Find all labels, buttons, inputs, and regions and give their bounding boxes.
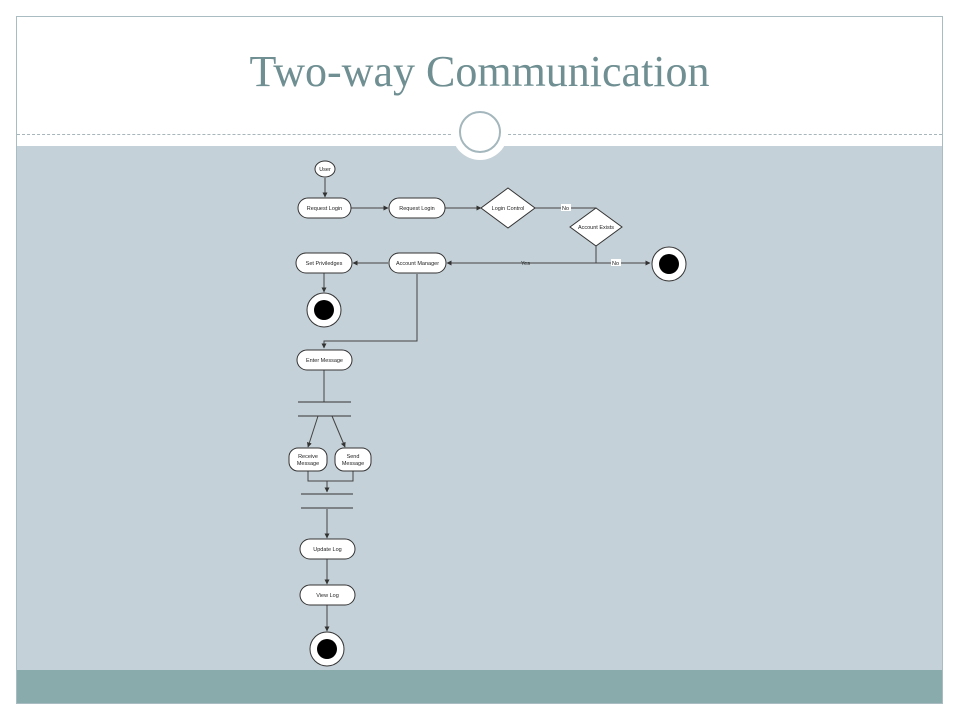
content-area: [17, 146, 942, 670]
end-node-no-account: [651, 246, 687, 282]
node-receive-message-label-1: Receive: [298, 454, 318, 460]
end-node-privileges: [306, 292, 342, 328]
sync-bars: [298, 401, 353, 509]
edge-send-to-join: [327, 470, 354, 482]
node-account-exists-label: Account Exists: [578, 225, 614, 231]
node-request-login-2: Request Login: [388, 197, 446, 219]
node-request-login-1: Request Login: [297, 197, 352, 219]
node-login-control: Login Control: [480, 187, 536, 229]
end-node-view-log: [309, 631, 345, 667]
node-account-manager-label: Account Manager: [396, 261, 439, 267]
edge-manager-to-enter: [321, 274, 418, 349]
edge-label-exists-yes: Yes: [521, 261, 530, 267]
node-update-log: Update Log: [299, 538, 356, 560]
node-start: User: [314, 160, 336, 178]
node-receive-message: Receive Message: [288, 447, 328, 472]
node-set-privileges: Set Priviledges: [295, 252, 353, 274]
edge-fork-to-send: [331, 415, 346, 448]
node-start-label: User: [319, 167, 331, 173]
node-login-control-label: Login Control: [492, 206, 525, 212]
node-view-log-label: View Log: [316, 593, 339, 599]
node-send-message-label-1: Send: [347, 454, 360, 460]
node-enter-message-label: Enter Message: [306, 358, 343, 364]
node-account-exists: Account Exists: [569, 207, 623, 247]
edge-labels: No Yes No: [521, 204, 621, 267]
node-account-manager: Account Manager: [388, 252, 447, 274]
node-send-message-label-2: Message: [342, 461, 364, 467]
node-send-message: Send Message: [334, 447, 372, 472]
edge-label-exists-no: No: [612, 261, 619, 267]
edge-fork-to-receive: [307, 415, 319, 448]
node-view-log: View Log: [299, 584, 356, 606]
footer-bar: [17, 670, 942, 703]
node-request-login-1-label: Request Login: [307, 206, 342, 212]
title-ornament-ring: [459, 111, 501, 153]
edge-label-login-no: No: [562, 206, 569, 212]
node-set-privileges-label: Set Priviledges: [306, 261, 343, 267]
node-request-login-2-label: Request Login: [399, 206, 434, 212]
diagram-edges: [307, 178, 651, 632]
node-receive-message-label-2: Message: [297, 461, 319, 467]
node-enter-message: Enter Message: [296, 349, 353, 371]
node-update-log-label: Update Log: [313, 547, 341, 553]
edge-receive-to-join: [307, 470, 327, 482]
page-title: Two-way Communication: [249, 47, 710, 96]
